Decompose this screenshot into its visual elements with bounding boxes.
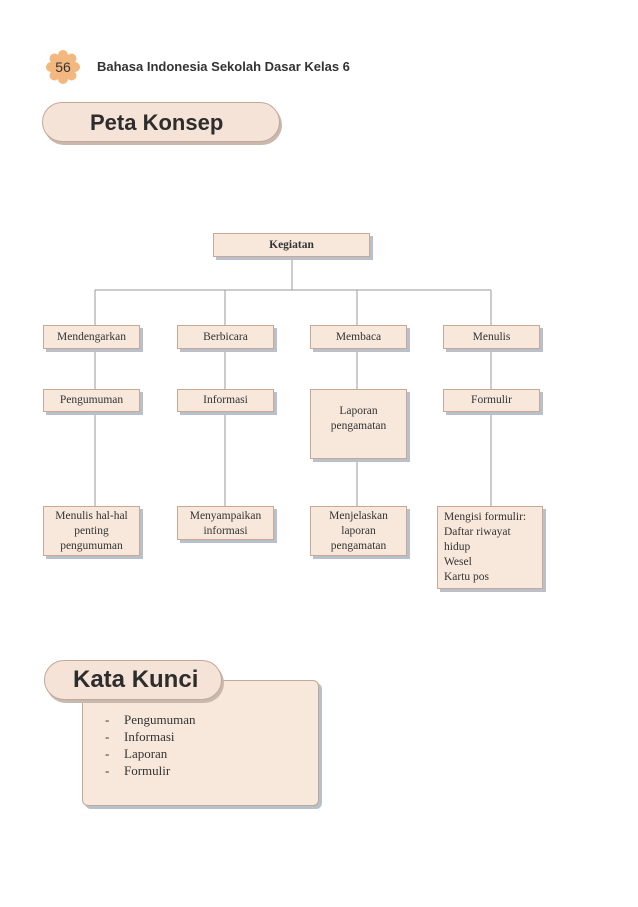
keyword-dash: - (105, 729, 110, 744)
detail-line: pengamatan (330, 540, 387, 552)
book-title: Bahasa Indonesia Sekolah Dasar Kelas 6 (97, 59, 350, 74)
detail-line: pengumuman (60, 540, 123, 552)
keywords-panel (82, 680, 319, 806)
item-line: pengamatan (330, 420, 387, 432)
detail-line: penting (74, 525, 109, 537)
detail-line: Menyampaikan (189, 510, 262, 522)
detail-line: informasi (203, 525, 248, 537)
keyword-dash: - (105, 763, 110, 778)
keyword-text: Formulir (124, 763, 171, 778)
keywords-title-pill: Kata Kunci (44, 660, 222, 700)
detail-line: Menulis hal-hal (55, 510, 128, 522)
item-node-laporan-pengamatan: Laporan pengamatan (310, 389, 407, 459)
activity-node-menulis: Menulis (443, 325, 540, 349)
activity-node-mendengarkan: Mendengarkan (43, 325, 140, 349)
keyword-item: -Pengumuman (105, 711, 196, 728)
detail-node-berbicara: Menyampaikan informasi (177, 506, 274, 540)
root-node: Kegiatan (213, 233, 370, 257)
page-number: 56 (55, 59, 71, 75)
detail-line: laporan (341, 525, 376, 537)
detail-node-menulis: Mengisi formulir: Daftar riwayat hidup W… (437, 506, 543, 589)
page-number-badge: 56 (46, 50, 80, 84)
item-node-pengumuman: Pengumuman (43, 389, 140, 412)
item-line: Laporan (339, 405, 378, 417)
detail-node-membaca: Menjelaskan laporan pengamatan (310, 506, 407, 556)
keyword-text: Laporan (124, 746, 168, 761)
detail-line: Mengisi formulir: (444, 511, 527, 523)
keyword-item: -Informasi (105, 728, 196, 745)
detail-line: Menjelaskan (329, 510, 388, 522)
detail-line: hidup (444, 541, 471, 553)
section-title-pill: Peta Konsep (42, 102, 280, 142)
flower-badge-icon (46, 50, 80, 84)
item-node-informasi: Informasi (177, 389, 274, 412)
detail-line: Kartu pos (444, 571, 490, 583)
detail-node-mendengarkan: Menulis hal-hal penting pengumuman (43, 506, 140, 556)
keyword-text: Pengumuman (124, 712, 196, 727)
activity-node-membaca: Membaca (310, 325, 407, 349)
keywords-list: -Pengumuman -Informasi -Laporan -Formuli… (105, 711, 196, 779)
keywords-title: Kata Kunci (73, 666, 199, 693)
keyword-item: -Formulir (105, 762, 196, 779)
keyword-text: Informasi (124, 729, 175, 744)
detail-line: Wesel (444, 556, 472, 568)
activity-node-berbicara: Berbicara (177, 325, 274, 349)
detail-line: Daftar riwayat (444, 526, 511, 538)
keyword-dash: - (105, 712, 110, 727)
item-node-formulir: Formulir (443, 389, 540, 412)
keyword-dash: - (105, 746, 110, 761)
keyword-item: -Laporan (105, 745, 196, 762)
section-title: Peta Konsep (90, 110, 224, 135)
